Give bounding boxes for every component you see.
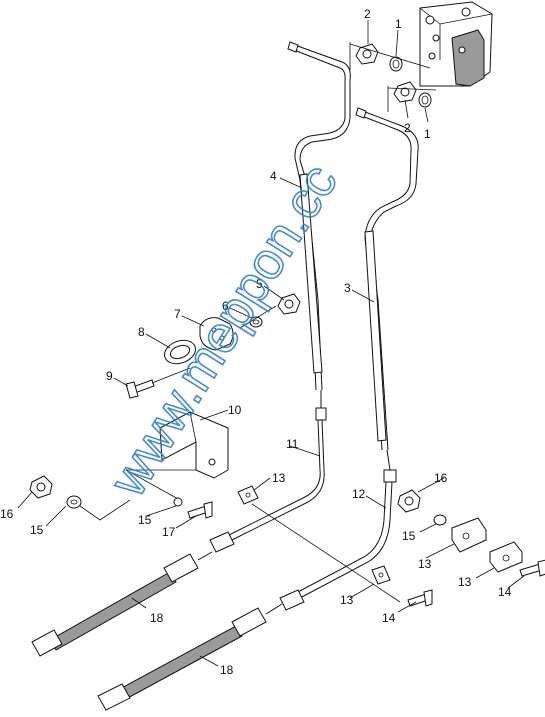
label-part-1-lower: 1 <box>424 127 431 141</box>
label-part-8: 8 <box>138 325 145 339</box>
label-part-13-right-upper: 13 <box>418 557 432 571</box>
nut-16-left <box>29 475 53 499</box>
washer-15-right <box>433 514 447 526</box>
label-part-3: 3 <box>344 281 351 295</box>
label-part-2-lower: 2 <box>404 121 411 135</box>
label-part-5: 5 <box>256 277 263 291</box>
label-part-14-right: 14 <box>498 585 512 599</box>
mounting-hardware <box>125 293 301 399</box>
leader-lines <box>17 20 525 667</box>
label-part-13-upper: 13 <box>272 471 286 485</box>
hose-18-upper <box>31 551 213 657</box>
tube-4 <box>287 41 351 421</box>
bracket-10 <box>125 411 229 501</box>
washer-15-middle <box>173 497 183 507</box>
label-part-4: 4 <box>270 169 277 183</box>
hose-18-lower <box>97 603 283 711</box>
label-part-14-bottom: 14 <box>382 611 396 625</box>
hose-12 <box>279 481 393 611</box>
clamp-right-lower <box>489 541 523 573</box>
clamp-right-upper <box>451 517 487 553</box>
bolt-14-bottom <box>407 589 433 607</box>
label-part-13-right-lower: 13 <box>458 575 472 589</box>
fitting-upper <box>355 43 379 65</box>
valve-block <box>419 1 493 87</box>
label-part-7: 7 <box>174 307 181 321</box>
label-part-16-left: 16 <box>0 507 14 521</box>
washer-15-left <box>66 495 82 509</box>
label-part-12: 12 <box>352 487 366 501</box>
label-part-15-left: 15 <box>30 523 44 537</box>
label-part-15-right: 15 <box>402 529 416 543</box>
label-part-6: 6 <box>222 299 229 313</box>
label-part-18-upper: 18 <box>150 611 164 625</box>
clamp-upper <box>237 485 259 505</box>
bolt-14-right <box>519 559 545 577</box>
o-ring-lower <box>418 92 432 108</box>
label-part-10: 10 <box>228 403 242 417</box>
nut-16-right <box>397 489 421 513</box>
label-part-9: 9 <box>106 369 113 383</box>
label-part-18-lower: 18 <box>220 663 234 677</box>
o-ring-upper <box>389 56 403 72</box>
label-part-11: 11 <box>286 437 299 451</box>
label-part-2-upper: 2 <box>364 7 371 21</box>
label-part-1-upper: 1 <box>395 17 402 31</box>
bolt-17 <box>187 501 213 519</box>
clamp-lower <box>371 565 391 585</box>
fitting-lower <box>393 81 417 103</box>
label-part-16-right: 16 <box>434 471 448 485</box>
label-part-15-middle: 15 <box>138 513 152 527</box>
label-part-17: 17 <box>162 525 176 539</box>
hose-11 <box>209 419 325 553</box>
part-labels: 2 1 2 1 4 3 5 6 7 8 9 10 11 13 12 16 16 … <box>0 7 512 677</box>
label-part-13-bottom: 13 <box>340 593 354 607</box>
tube-3 <box>355 107 419 483</box>
